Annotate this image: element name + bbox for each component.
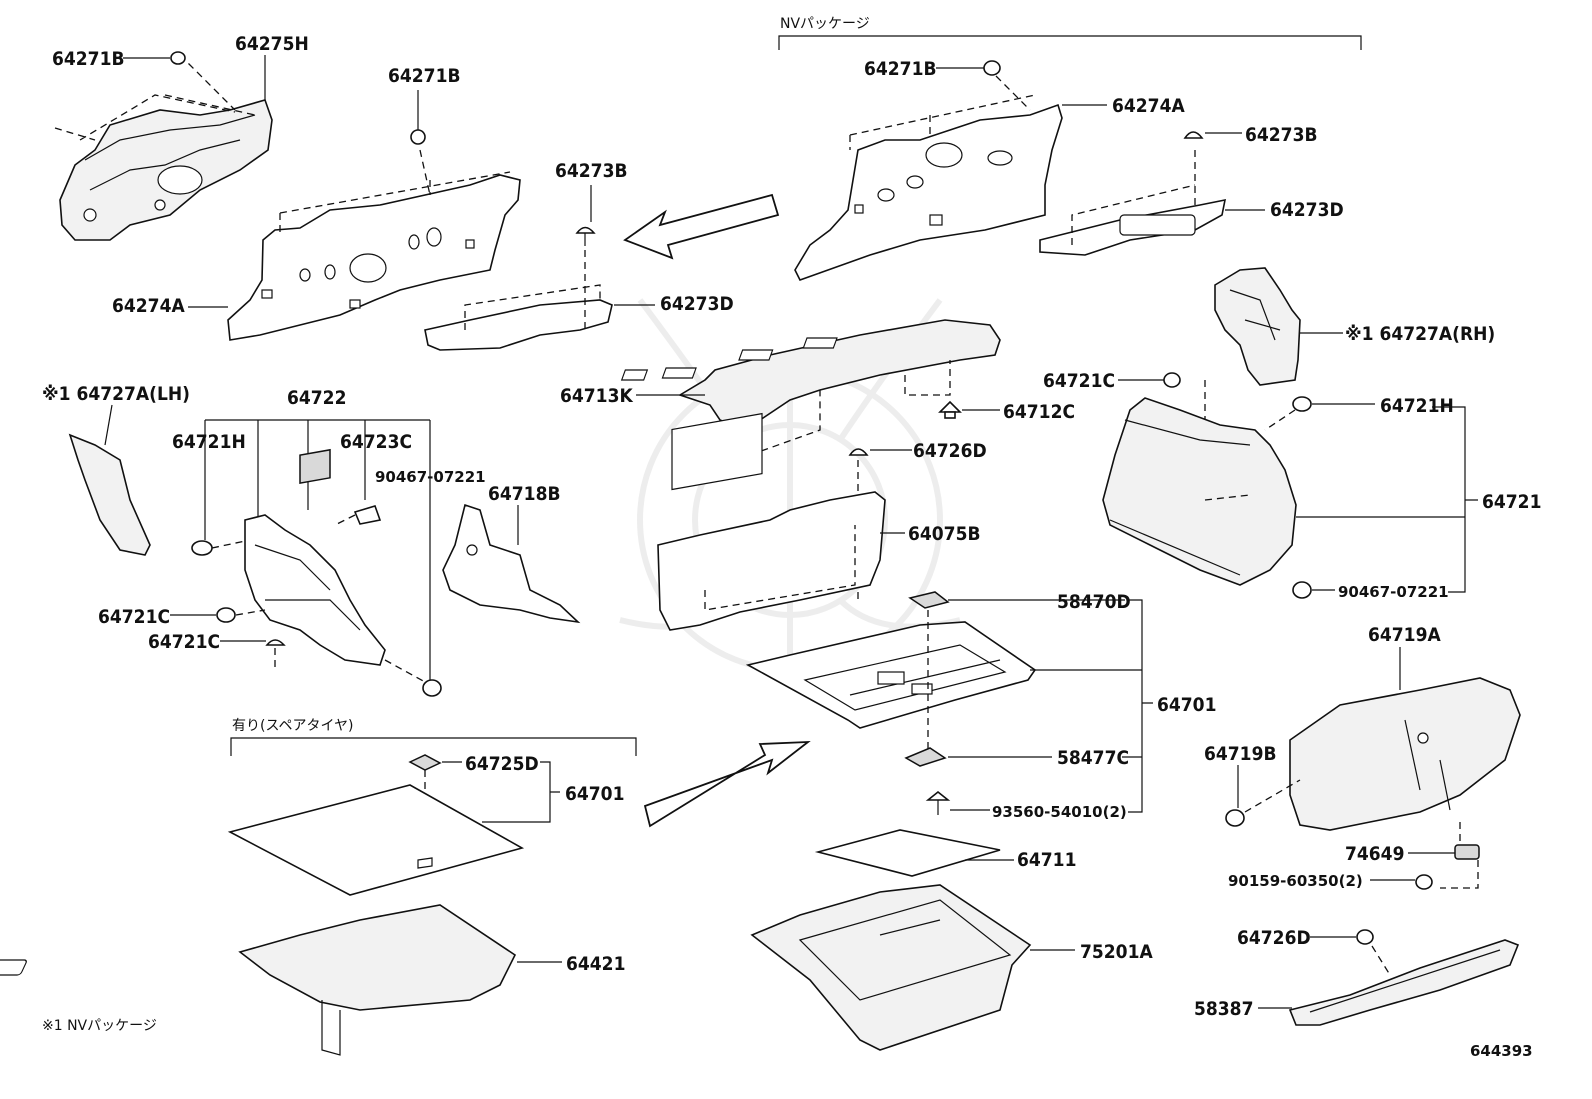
- label-75201A: 75201A: [1080, 941, 1153, 963]
- label-64273B-nv: 64273B: [1245, 124, 1318, 146]
- part-64421: [0, 904, 562, 1056]
- label-64701-mid: 64701: [1157, 694, 1216, 716]
- label-74649: 74649: [1345, 843, 1404, 865]
- part-64274A-left: [227, 171, 521, 341]
- label-64726D-right: 64726D: [1237, 927, 1311, 949]
- label-64713K: 64713K: [560, 385, 633, 407]
- clip-90467-bottom: [422, 679, 442, 697]
- label-64722: 64722: [287, 387, 346, 409]
- label-64726D-mid: 64726D: [913, 440, 987, 462]
- label-90467-left: 90467-07221: [375, 468, 486, 486]
- part-64718B: [442, 503, 581, 624]
- part-64275H: [54, 54, 273, 241]
- label-64725D: 64725D: [465, 753, 539, 775]
- clip-64726D-mid: [848, 448, 912, 600]
- footnote-nv-package: ※1 NVパッケージ: [42, 1018, 157, 1034]
- label-90467-right: 90467-07221: [1338, 583, 1449, 601]
- part-64273D-mid: [424, 250, 613, 351]
- label-64721: 64721: [1482, 491, 1541, 513]
- label-93560: 93560-54010(2): [992, 803, 1127, 821]
- label-64727A-LH: ※1 64727A(LH): [42, 383, 190, 405]
- bracket-64701-left: [482, 761, 560, 823]
- label-64721H-left: 64721H: [172, 431, 246, 453]
- part-64701-mid: [745, 610, 1037, 760]
- label-64719A: 64719A: [1368, 624, 1441, 646]
- label-64711: 64711: [1017, 849, 1076, 871]
- clip-90467-left: [334, 505, 382, 526]
- label-64271B-nv: 64271B: [864, 58, 937, 80]
- bracket-64701-mid: [1030, 599, 1153, 813]
- bolt-93560: [925, 790, 990, 815]
- part-64719A: [1289, 677, 1521, 831]
- clip-64271B-mid: [410, 90, 431, 196]
- clip-64721H-left: [191, 539, 251, 556]
- part-64711: [814, 829, 1014, 877]
- part-64701-left: [227, 784, 525, 896]
- clip-64721C-left2: [220, 639, 286, 668]
- part-64075B: [657, 412, 886, 631]
- header-nv-package: NVパッケージ: [780, 16, 870, 32]
- clip-90467-right: [1292, 581, 1335, 599]
- label-64075B: 64075B: [908, 523, 981, 545]
- bracket-64721: [1296, 406, 1478, 593]
- bolt-90159: [1370, 874, 1433, 890]
- header-spare-tire: 有り(スペアタイヤ): [232, 718, 354, 734]
- nv-bracket: [778, 35, 1362, 50]
- label-64721H-right: 64721H: [1380, 395, 1454, 417]
- label-58470D: 58470D: [1057, 591, 1131, 613]
- label-64721C-right: 64721C: [1043, 370, 1115, 392]
- label-64712C: 64712C: [1003, 401, 1075, 423]
- label-64727A-RH: ※1 64727A(RH): [1345, 323, 1495, 345]
- clip-64719B: [1225, 765, 1301, 827]
- part-64723C: [299, 448, 331, 484]
- part-75201A: [750, 884, 1075, 1051]
- direction-arrow-right: [643, 740, 811, 828]
- label-64701-left: 64701: [565, 783, 624, 805]
- label-64271B-topleft: 64271B: [52, 48, 125, 70]
- spare-tire-bracket: [230, 737, 637, 756]
- part-64722: [244, 514, 426, 683]
- label-90159: 90159-60350(2): [1228, 872, 1363, 890]
- part-64274A-nv: [794, 94, 1063, 281]
- clip-64273B-nv: [1183, 131, 1242, 139]
- part-58387: [1288, 939, 1520, 1026]
- label-64275H: 64275H: [235, 33, 309, 55]
- part-64725D: [408, 754, 462, 865]
- label-58387: 58387: [1194, 998, 1253, 1020]
- part-58470D: [908, 591, 1125, 609]
- part-64713K: [620, 319, 1001, 456]
- part-64273D-nv: [1039, 150, 1227, 256]
- label-64274A-left: 64274A: [112, 295, 185, 317]
- clip-64712C: [938, 400, 1000, 419]
- diagram-id: 644393: [1470, 1042, 1533, 1060]
- clip-64721H-right: [1264, 396, 1375, 431]
- label-64273D-mid: 64273D: [660, 293, 734, 315]
- label-64273B-mid: 64273B: [555, 160, 628, 182]
- label-58477C: 58477C: [1057, 747, 1129, 769]
- clip-64271B-nv: [936, 60, 1031, 111]
- label-64274A-nv: 64274A: [1112, 95, 1185, 117]
- part-64727A-LH: [68, 433, 151, 556]
- clip-64271B-topleft: [123, 51, 186, 65]
- label-64718B: 64718B: [488, 483, 561, 505]
- label-64421: 64421: [566, 953, 625, 975]
- label-64721C-left2: 64721C: [148, 631, 220, 653]
- clip-64273B-mid: [575, 185, 596, 246]
- label-64721C-left1: 64721C: [98, 606, 170, 628]
- label-64271B-mid: 64271B: [388, 65, 461, 87]
- label-64723C: 64723C: [340, 431, 412, 453]
- clip-64726D-right: [1310, 929, 1391, 976]
- direction-arrow-left: [623, 193, 780, 260]
- part-64721-liner: [1102, 397, 1297, 586]
- part-58477C: [904, 747, 1052, 767]
- part-64727A-RH: [1214, 267, 1301, 386]
- part-74649: [1408, 822, 1480, 889]
- clip-64721C-left1: [170, 607, 266, 623]
- label-64719B: 64719B: [1204, 743, 1277, 765]
- label-64273D-nv: 64273D: [1270, 199, 1344, 221]
